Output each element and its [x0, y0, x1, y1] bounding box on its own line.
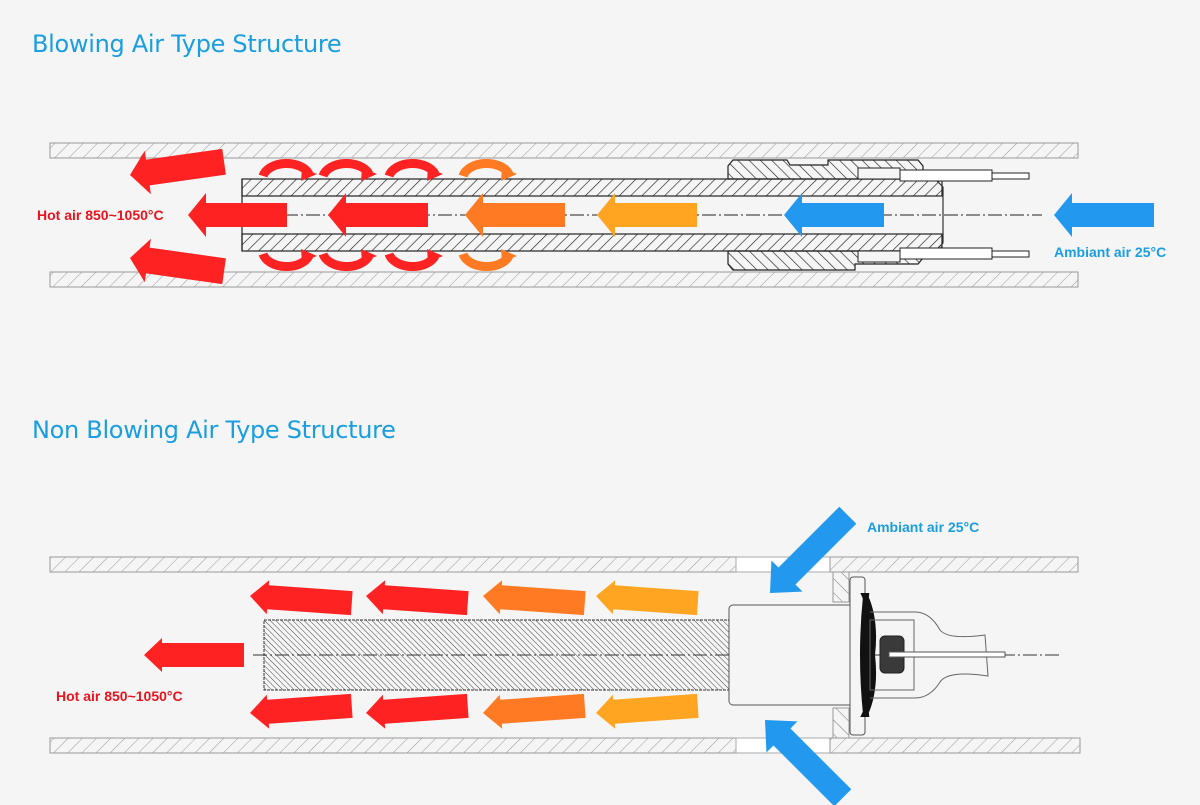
lower-flow-arrow-1: [366, 693, 469, 729]
ambient-inlet-arrow-top: [770, 506, 857, 593]
heat-curve-arrows: [258, 158, 517, 272]
retaining-ring-top: [832, 571, 850, 603]
mild-air-arrow: [597, 193, 697, 237]
heat-curve-bottom-head-2: [427, 249, 443, 262]
outer-wall-bottom-left: [49, 737, 737, 754]
heat-curve-bottom-head-3: [501, 249, 517, 262]
insulator-top: [857, 167, 901, 180]
outer-wall-bottom: [49, 271, 1079, 288]
airflow-arrows: [130, 148, 1154, 285]
outer-wall-top-left: [49, 556, 737, 573]
ambient-air-label: Ambiant air 25°C: [1054, 244, 1166, 260]
non-blowing-air-diagram: Hot air 850~1050°C Ambiant air 25°C: [49, 506, 1081, 805]
heat-curve-top-head-2: [427, 168, 443, 181]
ambient-air-arrow: [1054, 193, 1154, 237]
sealing-gasket: [860, 593, 877, 717]
blowing-air-type-title: Blowing Air Type Structure: [32, 30, 342, 58]
warm-air-arrow: [465, 193, 565, 237]
heater-tube-bottom-wall: [241, 233, 943, 252]
upper-flow-arrow-2: [483, 580, 586, 616]
hot-air-label: Hot air 850~1050°C: [37, 207, 164, 223]
heat-curve-bottom-head-0: [301, 249, 317, 262]
hot-air-label-2: Hot air 850~1050°C: [56, 688, 183, 704]
outer-wall-top: [49, 142, 1079, 159]
upper-flow-arrow-0: [250, 580, 353, 616]
lower-flow-arrow-2: [483, 693, 586, 729]
non-blowing-air-type-title: Non Blowing Air Type Structure: [32, 416, 396, 444]
ambient-inlet-arrow-bottom: [765, 720, 852, 805]
heater-tube-top-wall: [241, 178, 943, 197]
insulator-bottom: [857, 250, 901, 263]
heat-curve-top-head-3: [501, 168, 517, 181]
hot-air-arrow-upper: [130, 148, 226, 195]
lead-wire-top: [899, 169, 993, 182]
terminal-pin: [888, 651, 1006, 658]
heat-curve-bottom-head-1: [361, 249, 377, 262]
heat-curve-top-head-1: [361, 168, 377, 181]
lead-pin-top: [991, 172, 1030, 180]
lower-flow-arrow-3: [596, 693, 699, 729]
lower-flow-arrow-0: [250, 693, 353, 729]
ambient-air-label-2: Ambiant air 25°C: [867, 519, 979, 535]
lead-wire-bottom: [899, 247, 993, 260]
airflow-arrows-2: [144, 506, 857, 805]
outer-wall-top-right: [829, 556, 1079, 573]
upper-flow-arrow-3: [596, 580, 699, 616]
hot-air-arrow-inner: [328, 193, 428, 237]
outer-wall-bottom-right: [829, 737, 1081, 754]
cool-air-arrow-inner: [784, 193, 884, 237]
lead-pin-bottom: [991, 250, 1030, 258]
blowing-air-diagram: Hot air 850~1050°C Ambiant air 25°C: [37, 142, 1166, 288]
hot-air-arrow-lower: [130, 238, 226, 285]
hot-air-arrow-out: [144, 638, 244, 672]
hot-air-arrow-center: [188, 193, 287, 237]
heater-housing: [728, 604, 854, 706]
retaining-ring-bottom: [832, 707, 850, 739]
heat-curve-top-head-0: [301, 168, 317, 181]
upper-flow-arrow-1: [366, 580, 469, 616]
